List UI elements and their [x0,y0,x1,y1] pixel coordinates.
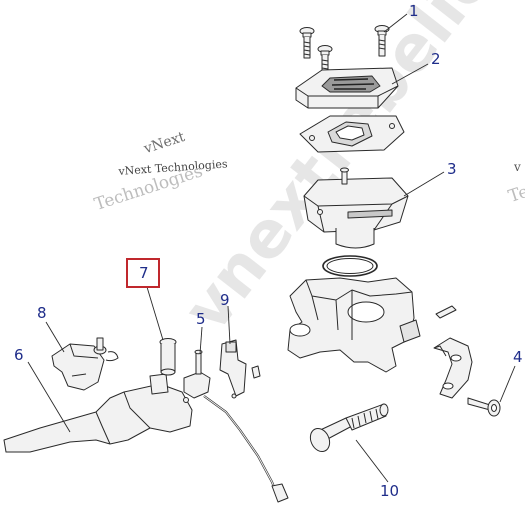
brake-lever [3,373,193,453]
screw-1-left [299,27,315,59]
callout-6[interactable]: 6 [14,346,24,364]
callout-3[interactable]: 3 [447,160,457,178]
callout-5[interactable]: 5 [196,310,206,328]
callout-2[interactable]: 2 [431,50,441,68]
o-ring [322,255,378,277]
clamp-bolt [467,397,501,417]
piston-assembly [309,403,389,453]
handlebar-mount [287,277,421,373]
switch-bracket [219,339,261,399]
selected-callout-highlight [126,258,160,288]
callout-10[interactable]: 10 [380,482,400,500]
brake-switch [183,349,289,503]
reservoir-cover [295,67,399,109]
diaphragm-gasket [299,115,405,153]
callout-1[interactable]: 1 [409,2,419,20]
master-cylinder-body [303,167,409,249]
callout-9[interactable]: 9 [220,291,230,309]
callout-8[interactable]: 8 [37,304,47,322]
watermark-right-top: v [514,160,521,174]
screw-1-right [374,25,390,57]
handlebar-clamp [433,337,473,399]
leader-lines [27,13,516,483]
adjuster-bracket [51,337,119,391]
dowel-pin [435,305,457,319]
callout-7[interactable]: 7 [139,264,149,282]
pivot-bolt [159,338,177,376]
callout-4[interactable]: 4 [513,348,523,366]
